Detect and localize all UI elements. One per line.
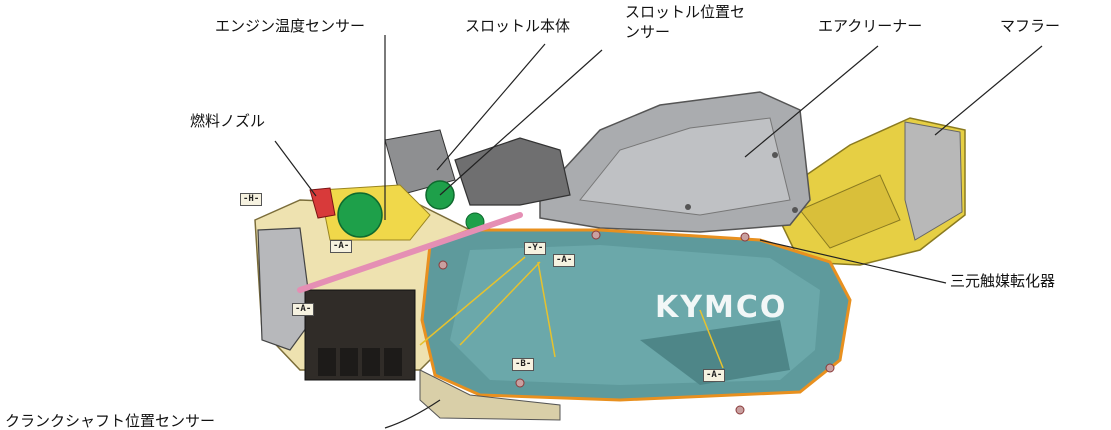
pink-pipe [297,212,523,293]
marker-y: -Y- [524,242,547,255]
fuel-nozzle-label: 燃料ノズル [190,112,266,130]
engine-temp-sensor-label: エンジン温度センサー [215,17,366,35]
marker-h: -H- [240,193,263,206]
bolt-markers [438,230,835,415]
marker-b: -B- [512,358,535,371]
air-cleaner-label: エアクリーナー [818,17,923,35]
leader-lines [274,35,1043,429]
marker-a-ecu: -A- [292,303,315,316]
brand-logo-text: KYMCO [655,290,788,325]
intake-hose [384,129,571,206]
throttle-position-sensor-label-line1: スロットル位置セ [625,3,746,21]
marker-a-cover: -A- [553,254,576,267]
throttle-position-sensor-label-line2: ンサー [625,23,671,41]
muffler-body [769,117,966,266]
catalytic-converter-label: 三元触媒転化器 [950,272,1056,290]
throttle-body-label: スロットル本体 [465,17,571,35]
marker-a-lower: -A- [703,369,726,382]
air-cleaner-body [539,91,811,233]
crankcase [419,369,561,421]
crankshaft-position-sensor-label: クランクシャフト位置センサー [5,412,216,430]
marker-a-upper: -A- [330,240,353,253]
guide-lines [419,256,724,369]
ecu-box [304,289,416,381]
muffler-label: マフラー [1000,17,1061,35]
side-cover [257,227,313,351]
